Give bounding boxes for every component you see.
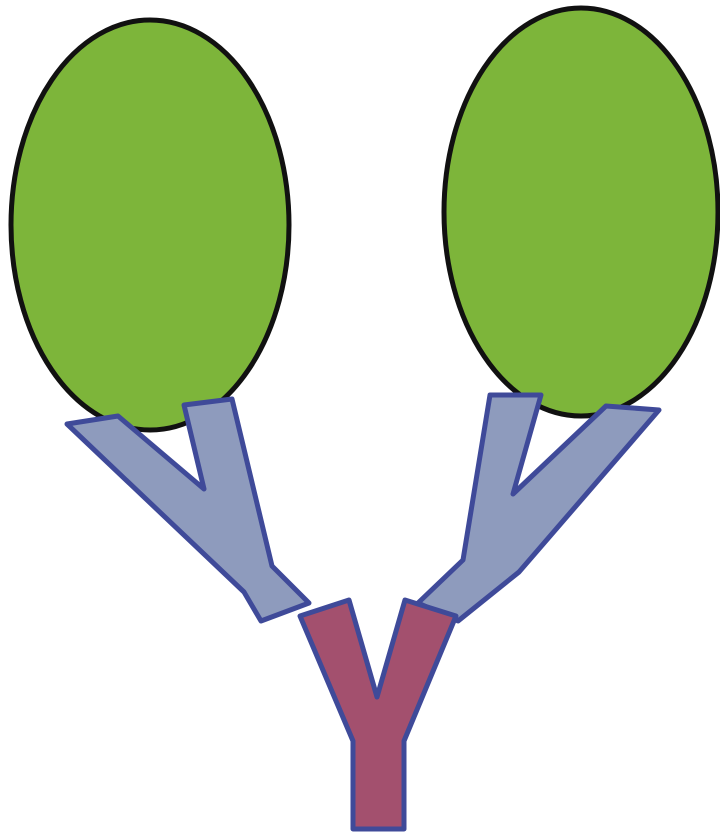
left-cell [11, 20, 289, 430]
right-cell [444, 8, 718, 416]
